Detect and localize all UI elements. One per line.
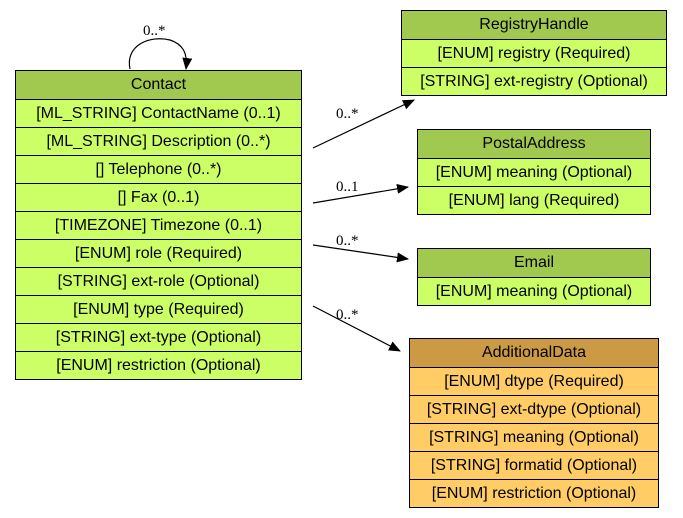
edge-label-email: 0..*: [336, 233, 359, 249]
edge-to-email: [312, 244, 409, 263]
edge-to-registry-handle: [312, 99, 415, 149]
contact-node: Contact [ML_STRING] ContactName (0..1) […: [15, 70, 302, 380]
contact-field: [TIMEZONE] Timezone (0..1): [16, 211, 301, 239]
contact-field: [] Fax (0..1): [16, 183, 301, 211]
contact-field: [ML_STRING] Description (0..*): [16, 127, 301, 155]
additional-data-field: [ENUM] dtype (Required): [410, 367, 658, 395]
additional-data-field: [STRING] meaning (Optional): [410, 423, 658, 451]
contact-field: [ENUM] type (Required): [16, 295, 301, 323]
edge-label-registry-handle: 0..*: [336, 106, 359, 122]
edge-to-additional-data: [312, 305, 401, 352]
contact-field: [ML_STRING] ContactName (0..1): [16, 99, 301, 127]
edge-label-self-loop: 0..*: [143, 23, 166, 39]
additional-data-node: AdditionalData [ENUM] dtype (Required) […: [409, 338, 659, 508]
edge-label-postal-address: 0..1: [336, 179, 359, 195]
postal-address-title: PostalAddress: [418, 130, 650, 158]
postal-address-field: [ENUM] meaning (Optional): [418, 158, 650, 186]
registry-handle-field: [STRING] ext-registry (Optional): [402, 67, 666, 95]
edge-label-additional-data: 0..*: [336, 307, 359, 323]
additional-data-field: [STRING] formatid (Optional): [410, 451, 658, 479]
postal-address-node: PostalAddress [ENUM] meaning (Optional) …: [417, 129, 651, 215]
email-title: Email: [418, 249, 650, 277]
additional-data-field: [STRING] ext-dtype (Optional): [410, 395, 658, 423]
registry-handle-title: RegistryHandle: [402, 11, 666, 39]
postal-address-field: [ENUM] lang (Required): [418, 186, 650, 214]
contact-field: [STRING] ext-role (Optional): [16, 267, 301, 295]
registry-handle-field: [ENUM] registry (Required): [402, 39, 666, 67]
additional-data-title: AdditionalData: [410, 339, 658, 367]
contact-field: [ENUM] role (Required): [16, 239, 301, 267]
additional-data-field: [ENUM] restriction (Optional): [410, 479, 658, 507]
contact-field: [ENUM] restriction (Optional): [16, 351, 301, 379]
contact-title: Contact: [16, 71, 301, 99]
registry-handle-node: RegistryHandle [ENUM] registry (Required…: [401, 10, 667, 96]
edge-self-loop: [128, 38, 193, 70]
email-node: Email [ENUM] meaning (Optional): [417, 248, 651, 306]
contact-field: [] Telephone (0..*): [16, 155, 301, 183]
contact-field: [STRING] ext-type (Optional): [16, 323, 301, 351]
edge-to-postal-address: [312, 183, 409, 204]
email-field: [ENUM] meaning (Optional): [418, 277, 650, 305]
